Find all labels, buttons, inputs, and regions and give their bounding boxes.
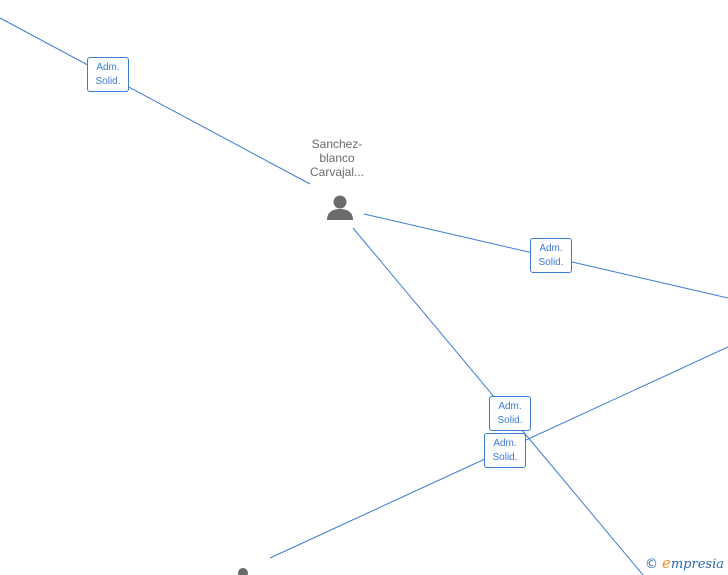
- edge-line-top-left: [0, 17, 311, 185]
- person-name-line: Sanchez-: [311, 137, 363, 151]
- edge-label-adm-solid[interactable]: Adm. Solid.: [87, 57, 129, 92]
- brand-name: mpresia: [670, 557, 724, 572]
- edge-label-line2: Solid.: [95, 76, 121, 87]
- person-icon[interactable]: [325, 193, 355, 221]
- edge-label-line1: Adm.: [493, 438, 517, 449]
- edge-label-line2: Solid.: [538, 257, 564, 268]
- person-icon[interactable]: [233, 566, 253, 575]
- empresia-watermark: ©empresia: [645, 554, 724, 572]
- edge-label-adm-solid[interactable]: Adm. Solid.: [489, 396, 531, 431]
- edge-label-adm-solid[interactable]: Adm. Solid.: [484, 433, 526, 468]
- edge-label-line2: Solid.: [497, 415, 523, 426]
- person-name-line: blanco: [319, 151, 355, 165]
- edge-label-line1: Adm.: [96, 62, 120, 73]
- person-name-label[interactable]: Sanchez- blanco Carvajal...: [292, 137, 382, 179]
- edge-label-line2: Solid.: [492, 452, 518, 463]
- copyright-icon: ©: [644, 557, 658, 572]
- person-name-line: Carvajal...: [309, 165, 365, 179]
- brand-initial: e: [661, 554, 671, 572]
- edge-label-line1: Adm.: [498, 401, 522, 412]
- edge-label-line1: Adm.: [539, 243, 563, 254]
- edge-label-adm-solid[interactable]: Adm. Solid.: [530, 238, 572, 273]
